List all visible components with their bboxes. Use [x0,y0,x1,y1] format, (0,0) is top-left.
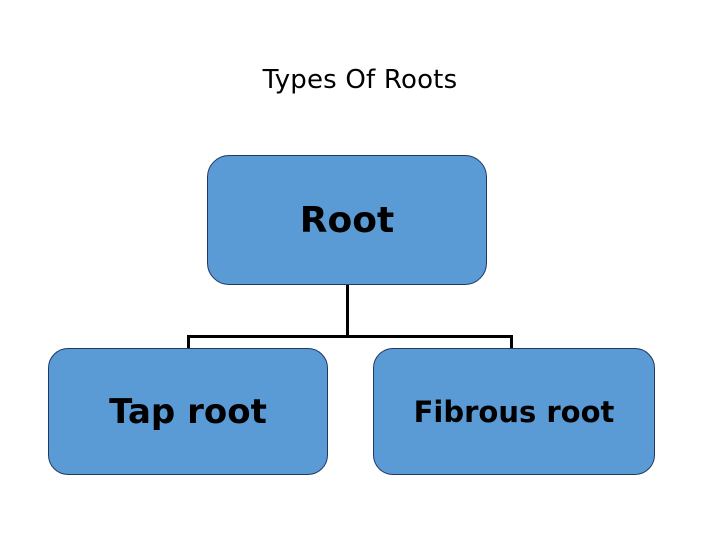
connector-stem-vertical [346,285,349,338]
connector-drop-left [187,335,190,350]
node-tap-root-label: Tap root [109,391,267,432]
node-fibrous-root[interactable]: Fibrous root [373,348,655,475]
node-root[interactable]: Root [207,155,487,285]
connector-drop-right [510,335,513,350]
connector-branch-bar [187,335,513,338]
node-fibrous-root-label: Fibrous root [413,394,615,429]
node-tap-root[interactable]: Tap root [48,348,328,475]
node-root-label: Root [299,199,395,241]
page-title: Types Of Roots [262,65,458,95]
